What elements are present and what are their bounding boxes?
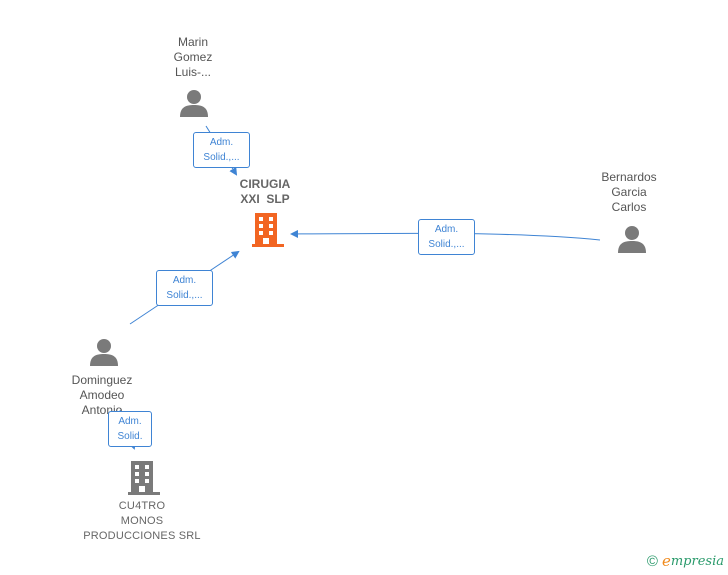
edge-label-dominguez-cu4tro[interactable]: Adm. Solid. (108, 411, 152, 447)
brand-logo-initial: e (661, 552, 671, 570)
building-icon[interactable] (252, 213, 284, 247)
edge-label-dominguez-cirugia[interactable]: Adm. Solid.,... (156, 270, 213, 306)
person-icon[interactable] (90, 338, 118, 366)
node-label-bernardos: Bernardos Garcia Carlos (601, 170, 657, 214)
node-label-marin: Marin Gomez Luis-... (173, 35, 213, 79)
building-icon[interactable] (128, 461, 160, 495)
node-label-cirugia: CIRUGIA XXI SLP (239, 177, 291, 206)
copyright-icon: © (646, 552, 658, 570)
person-icon[interactable] (180, 89, 208, 117)
edge-label-marin-cirugia[interactable]: Adm. Solid.,... (193, 132, 250, 168)
edge-label-bernardos-cirugia[interactable]: Adm. Solid.,... (418, 219, 475, 255)
node-label-cu4tro: CU4TRO MONOS PRODUCCIONES SRL (83, 500, 201, 542)
brand-logo-text: mpresia (670, 553, 724, 569)
person-icon[interactable] (618, 225, 646, 253)
